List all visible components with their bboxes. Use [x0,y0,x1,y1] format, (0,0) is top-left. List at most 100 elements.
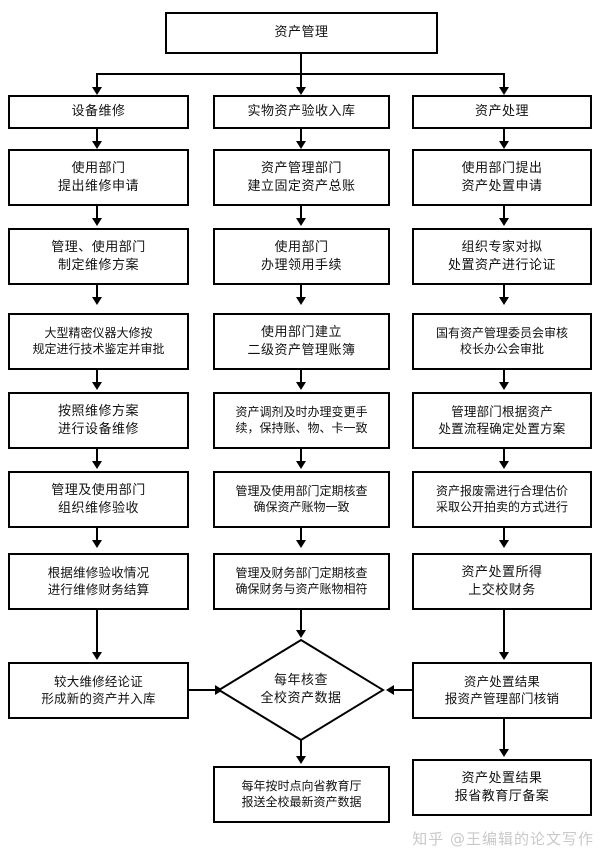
arrowhead-mid-3 [296,382,306,390]
connector-mid-0 [300,129,302,143]
node-label: 资产管理 [274,25,329,41]
node-line-1: 管理及使用部门 [51,483,146,499]
node-line-1: 管理及财务部门定期核查 [235,565,368,580]
branch-header-asset-acceptance: 实物资产验收入库 [213,95,390,129]
arrowhead-mid-4 [296,461,306,469]
node-right-5: 资产报废需进行合理估价 采取公开拍卖的方式进行 [412,471,592,528]
arrowhead-left-6 [92,652,102,660]
arrowhead-mid-1 [296,218,306,226]
connector-mid-6 [300,610,302,632]
connector-left-4 [96,449,98,463]
node-line-2: 资产处置申请 [461,178,543,194]
connector-mid-4 [300,449,302,463]
node-right-8: 资产处置结果 报省教育厅备案 [412,759,592,816]
node-middle-4: 资产调剂及时办理变更手 续，保持账、物、卡一致 [213,392,390,449]
node-right-4: 管理部门根据资产 处置流程确定处置方案 [412,392,592,449]
node-line-2: 办理领用手续 [260,257,342,273]
arrowhead-decision-down [296,756,306,764]
arrowhead-left-2 [92,297,102,305]
arrowhead-left-0 [92,141,102,149]
node-line-1: 资产处置所得 [461,565,543,581]
connector-left-3 [96,370,98,384]
node-line-1: 每年按时点向省教育厅 [241,778,362,793]
connector-mid-3 [300,370,302,384]
node-left-1: 使用部门 提出维修申请 [8,149,189,206]
node-line-2: 报资产管理部门核销 [444,690,560,706]
connector-root-stem [300,54,302,73]
node-middle-final: 每年按时点向省教育厅 报送全校最新资产数据 [213,766,390,823]
connector-right-1 [503,206,505,220]
arrowhead-mid-5 [296,540,306,548]
node-right-7: 资产处置结果 报资产管理部门核销 [412,662,592,719]
connector-left-6 [96,610,98,654]
diamond-shape [217,638,385,742]
connector-right-2 [503,285,505,299]
node-line-1: 较大维修经论证 [54,674,143,689]
connector-left-0 [96,129,98,143]
node-line-2: 处置流程确定处置方案 [438,420,566,436]
node-line-1: 资产调剂及时办理变更手 [235,404,368,419]
node-line-1: 资产处置结果 [461,771,543,787]
connector-decision-down [300,740,302,758]
arrowhead-root-to-right [499,87,509,95]
connector-mid-2 [300,285,302,299]
watermark-text: 知乎 @王编辑的论文写作 [412,830,594,848]
node-decision-annual-audit: 每年核查 全校资产数据 [217,638,385,742]
node-line-1: 按照维修方案 [57,404,139,420]
node-line-2: 组织维修验收 [57,500,139,516]
node-line-2: 续，保持账、物、卡一致 [235,420,368,435]
arrowhead-mid-6 [296,630,306,638]
connector-mid-5 [300,528,302,542]
connector-left-to-decision [189,689,217,691]
connector-left-5 [96,528,98,542]
connector-right-4 [503,449,505,463]
arrowhead-right-1 [499,218,509,226]
node-middle-6: 管理及财务部门定期核查 确保财务与资产账物相符 [213,553,390,610]
connector-left-1 [96,206,98,220]
arrowhead-right-0 [499,141,509,149]
arrowhead-right-3 [499,382,509,390]
connector-mid-1 [300,206,302,220]
arrowhead-root-to-left [92,87,102,95]
node-line-1: 大型精密仪器大修按 [44,325,153,340]
node-line-2: 采取公开拍卖的方式进行 [435,499,568,514]
node-line-1: 资产处置结果 [463,674,541,689]
node-left-6: 根据维修验收情况 进行维修财务结算 [8,553,189,610]
node-line-2: 二级资产管理账簿 [247,342,356,358]
node-line-1: 根据维修验收情况 [47,565,150,580]
node-middle-3: 使用部门建立 二级资产管理账簿 [213,313,390,370]
connector-root-to-middle [300,73,302,89]
arrowhead-right-6 [499,652,509,660]
node-line-1: 国有资产管理委员会审核 [435,325,568,340]
connector-root-to-right [503,73,505,89]
node-line-2: 确保资产账物一致 [253,499,350,514]
node-left-3: 大型精密仪器大修按 规定进行技术鉴定并审批 [8,313,189,370]
node-right-1: 使用部门提出 资产处置申请 [412,149,592,206]
node-left-5: 管理及使用部门 组织维修验收 [8,471,189,528]
node-left-2: 管理、使用部门 制定维修方案 [8,228,189,285]
node-line-1: 组织专家对拟 [461,240,543,256]
node-line-1: 管理及使用部门定期核查 [235,483,368,498]
node-line-1: 使用部门 [274,240,329,256]
node-line-2: 规定进行技术鉴定并审批 [32,341,165,356]
node-left-7: 较大维修经论证 形成新的资产并入库 [8,662,189,719]
branch-header-asset-disposal: 资产处理 [412,95,592,129]
connector-right-to-decision [389,689,412,691]
node-right-6: 资产处置所得 上交校财务 [412,553,592,610]
arrowhead-root-to-middle [296,87,306,95]
node-line-1: 使用部门提出 [461,161,543,177]
node-line-1: 管理部门根据资产 [451,404,553,419]
arrowhead-mid-2 [296,297,306,305]
node-line-2: 校长办公会审批 [459,341,544,356]
node-line-2: 提出维修申请 [57,178,139,194]
node-middle-1: 资产管理部门 建立固定资产总账 [213,149,390,206]
connector-left-2 [96,285,98,299]
connector-right-0 [503,129,505,143]
node-line-2: 确保财务与资产账物相符 [235,581,368,596]
node-line-2: 报省教育厅备案 [454,788,550,804]
node-line-2: 进行维修财务结算 [47,581,150,597]
node-line-1: 使用部门建立 [260,325,342,341]
node-line-1: 资产报废需进行合理估价 [435,483,568,498]
node-line-2: 报送全校最新资产数据 [241,794,362,809]
connector-right-3 [503,370,505,384]
